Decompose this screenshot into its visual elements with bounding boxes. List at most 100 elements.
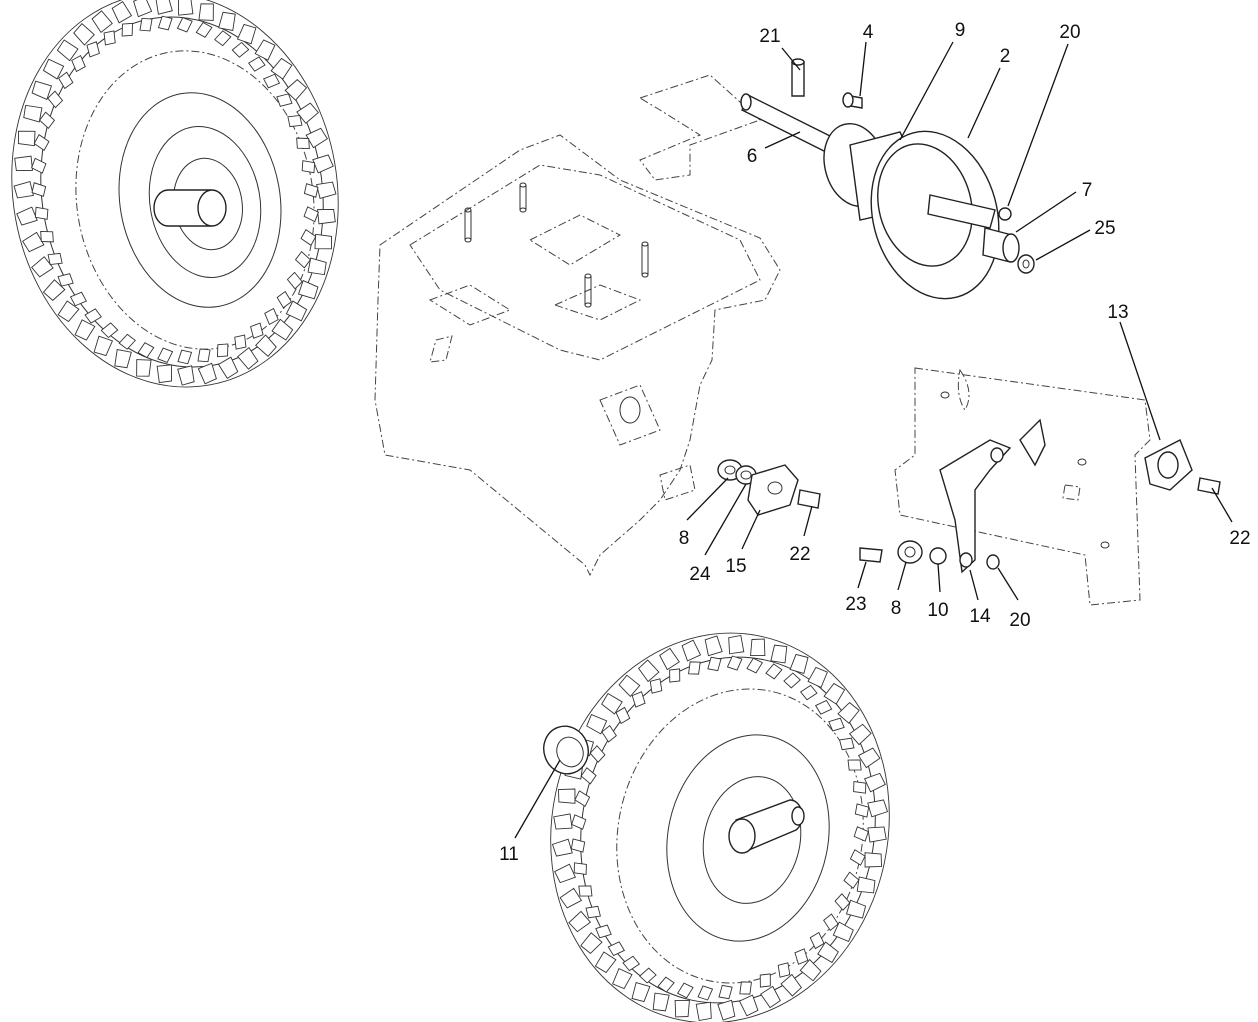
tread-block (728, 634, 745, 655)
tread-block (578, 885, 593, 897)
tread-block (121, 22, 133, 37)
tread-block (58, 71, 74, 90)
tread-block (218, 11, 236, 31)
tread-block (853, 781, 867, 794)
tread-block (263, 73, 281, 89)
tread-block (746, 657, 763, 674)
tread-block (248, 56, 266, 72)
tread-block (317, 208, 336, 225)
tread-block (303, 206, 319, 223)
callout-22-right: 22 (1229, 528, 1250, 549)
tread-block (118, 333, 137, 350)
tread-block (316, 181, 337, 200)
tread-block (300, 229, 317, 246)
tread-block (688, 661, 701, 675)
tread-block (809, 931, 825, 950)
tread-block (580, 767, 597, 785)
tread-block (139, 17, 153, 32)
tread-block (799, 684, 818, 701)
tread-block (312, 154, 334, 174)
tread-block (31, 256, 54, 278)
tread-block (739, 981, 752, 995)
tread-block (765, 663, 783, 680)
tread-block (177, 0, 194, 16)
tread-block (697, 985, 714, 1001)
tread-block (867, 826, 887, 843)
tread-block (307, 257, 327, 276)
tread-block (681, 639, 702, 662)
tread-block (848, 723, 872, 746)
tread-block (726, 655, 743, 671)
callout-7: 7 (1082, 180, 1093, 201)
tread-block (659, 647, 680, 671)
tread-block (254, 39, 276, 61)
tread-block (580, 932, 603, 955)
callout-23: 23 (845, 594, 866, 615)
tread-block (217, 343, 229, 358)
tread-block (47, 252, 63, 266)
tread-block (250, 322, 264, 339)
tread-block (615, 706, 631, 725)
tread-block (264, 307, 279, 326)
tread-block (717, 999, 736, 1021)
tread-block (296, 102, 319, 124)
tread-block (213, 30, 232, 47)
tread-block (854, 803, 870, 818)
callout-13: 13 (1107, 302, 1128, 323)
tread-block (17, 130, 36, 147)
tread-block (738, 994, 759, 1017)
callout-25: 25 (1094, 218, 1115, 239)
tread-block (31, 157, 47, 174)
tread-block (657, 976, 675, 993)
tread-block (571, 814, 587, 830)
tread-block (294, 250, 312, 269)
callout-22-middle: 22 (789, 544, 810, 565)
tread-block (217, 356, 239, 379)
tread-block (31, 80, 53, 101)
tread-block (13, 180, 34, 199)
callout-2: 2 (1000, 46, 1011, 67)
tread-block (157, 347, 174, 363)
axle-assembly (740, 58, 1035, 300)
tread-block (286, 271, 303, 290)
tread-block (231, 41, 250, 58)
tread-block (631, 981, 651, 1003)
tread-block (31, 182, 47, 197)
tread-block (574, 790, 591, 807)
tread-block (303, 183, 319, 198)
callout-11: 11 (499, 844, 519, 865)
tread-block (867, 799, 889, 818)
tread-block (23, 104, 43, 123)
tread-block (255, 334, 277, 357)
tread-block (69, 291, 87, 307)
tread-block (237, 347, 259, 370)
tread-block (287, 114, 303, 128)
tread-block (638, 659, 660, 683)
tread-block (631, 691, 646, 708)
tread-block (236, 23, 257, 45)
tread-block (156, 364, 173, 384)
tread-block (176, 17, 193, 33)
tread-block (111, 1, 133, 24)
tread-block (276, 93, 293, 107)
tread-block (155, 0, 173, 15)
callout-20-lower: 20 (1009, 610, 1030, 631)
tread-block (601, 692, 623, 715)
tread-block (857, 747, 881, 769)
tread-block (47, 90, 64, 109)
tread-block (74, 319, 96, 341)
tread-block (612, 968, 633, 990)
tread-block (837, 701, 860, 724)
tread-block (760, 985, 781, 1009)
tread-block (554, 863, 576, 884)
tread-block (589, 745, 606, 763)
tread-block (71, 54, 86, 73)
tread-block (843, 871, 860, 889)
callout-labels: 21 4 9 2 20 6 7 25 13 22 8 24 15 22 23 8… (499, 20, 1250, 865)
tread-block (674, 999, 690, 1018)
tread-block (677, 982, 694, 999)
wheel-upper-left (11, 0, 339, 388)
tread-block (56, 39, 79, 62)
tread-block (856, 876, 876, 894)
tread-block (305, 127, 328, 149)
